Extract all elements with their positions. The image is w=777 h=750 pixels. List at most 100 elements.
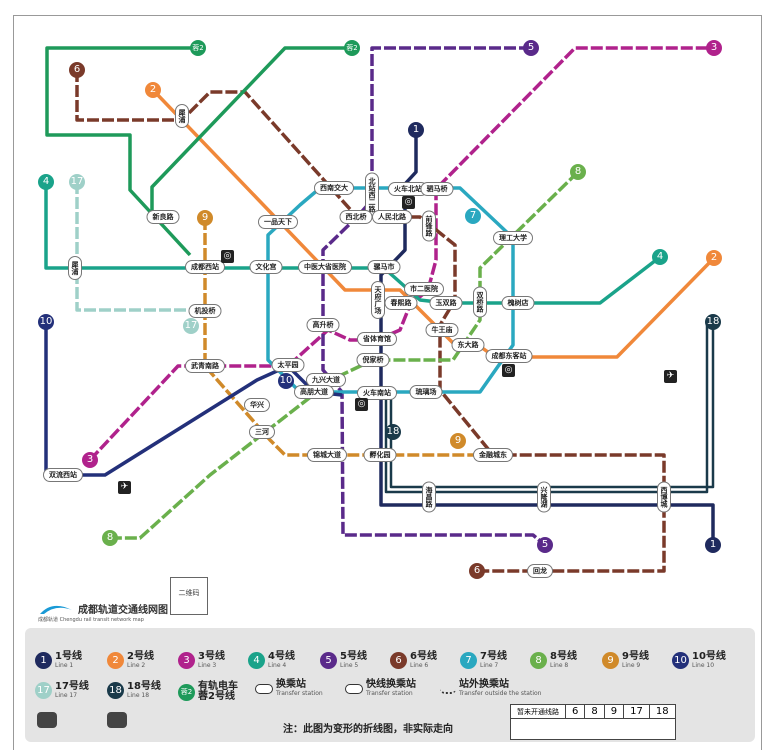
station[interactable]: 太平园 xyxy=(271,358,305,372)
line-7-badge[interactable]: 7 xyxy=(465,208,481,224)
station[interactable]: 玉双路 xyxy=(429,296,463,310)
station[interactable]: 高升桥 xyxy=(306,318,340,332)
station[interactable]: 西南交大 xyxy=(314,181,354,195)
line-badge: 18 xyxy=(107,682,124,699)
express-transfer-icon xyxy=(345,683,363,694)
legend-label: 快线换乘站 xyxy=(366,679,416,690)
station[interactable]: 新良路 xyxy=(146,210,180,224)
legend-line-name: 8号线 xyxy=(550,651,577,662)
station[interactable]: 金融城东 xyxy=(473,448,513,462)
station[interactable]: 海昌路 xyxy=(422,481,436,513)
line-1-badge[interactable]: 1 xyxy=(705,537,721,553)
line-4-badge[interactable]: 4 xyxy=(38,174,54,190)
metro-line-t2[interactable] xyxy=(45,46,198,257)
station[interactable]: 西北桥 xyxy=(339,210,373,224)
map-subtitle: 成都轨道 Chengdu rail transit network map xyxy=(38,617,144,623)
line-17-badge[interactable]: 17 xyxy=(69,174,85,190)
station[interactable]: 前锋路 xyxy=(422,210,436,242)
station[interactable]: 驷马桥 xyxy=(420,182,454,196)
station[interactable]: 理工大学 xyxy=(493,231,533,245)
station[interactable]: 槐树店 xyxy=(501,296,535,310)
station-icon xyxy=(37,712,57,728)
station[interactable]: 一品天下 xyxy=(258,215,298,229)
station[interactable]: 火车北站 xyxy=(388,182,428,196)
station[interactable]: 成都西站 xyxy=(185,260,225,274)
station[interactable]: 西博城 xyxy=(657,481,671,513)
line-9-badge[interactable]: 9 xyxy=(197,210,213,226)
metro-line-l4[interactable] xyxy=(44,182,662,305)
station[interactable]: 人民北路 xyxy=(372,210,412,224)
tram-2-badge[interactable]: 蓉2 xyxy=(344,40,360,56)
legend-line-name: 17号线 xyxy=(55,681,89,692)
station[interactable]: 火车南站 xyxy=(357,386,397,400)
station[interactable]: 市二医院 xyxy=(404,282,444,296)
table-header: 暂未开通线路 xyxy=(510,704,566,719)
station[interactable]: 锦城大道 xyxy=(307,448,347,462)
line-9-badge[interactable]: 9 xyxy=(450,433,466,449)
line-3-badge[interactable]: 3 xyxy=(706,40,722,56)
station[interactable]: 三河 xyxy=(249,425,275,439)
airport-icon: ✈ xyxy=(118,481,131,494)
line-18-badge[interactable]: 18 xyxy=(705,314,721,330)
legend-line-en: Line 7 xyxy=(480,662,499,669)
line-5-badge[interactable]: 5 xyxy=(537,537,553,553)
metro-line-t2[interactable] xyxy=(150,46,352,217)
line-badge: 3 xyxy=(178,652,195,669)
map-title: 成都轨道交通线网图 xyxy=(78,605,168,616)
line-2-badge[interactable]: 2 xyxy=(706,250,722,266)
legend-line-name: 10号线 xyxy=(692,651,726,662)
station[interactable]: 琉璃场 xyxy=(409,385,443,399)
line-badge: 6 xyxy=(390,652,407,669)
line-3-badge[interactable]: 3 xyxy=(82,452,98,468)
station[interactable]: 犀浦 xyxy=(68,256,82,280)
station[interactable]: 兴隆湖 xyxy=(537,481,551,513)
station[interactable]: 牛王庙 xyxy=(425,323,459,337)
station[interactable]: 成都东客站 xyxy=(485,349,533,363)
line-4-badge[interactable]: 4 xyxy=(652,249,668,265)
line-6-badge[interactable]: 6 xyxy=(69,62,85,78)
station[interactable]: 回龙 xyxy=(527,564,553,578)
line-10-badge[interactable]: 10 xyxy=(278,373,294,389)
metro-line-l5[interactable] xyxy=(321,46,547,547)
station[interactable]: 天府广场 xyxy=(371,281,385,319)
legend-line-en: Line 10 xyxy=(692,662,715,669)
station[interactable]: 华兴 xyxy=(244,398,270,412)
line-18-badge[interactable]: 18 xyxy=(385,424,401,440)
station[interactable]: 中医大省医院 xyxy=(298,260,352,274)
station[interactable]: 双流西站 xyxy=(43,468,83,482)
line-8-badge[interactable]: 8 xyxy=(570,164,586,180)
station[interactable]: 春熙路 xyxy=(384,296,418,310)
line-17-badge[interactable]: 17 xyxy=(183,318,199,334)
line-2-badge[interactable]: 2 xyxy=(145,82,161,98)
station[interactable]: 双桥路 xyxy=(473,286,487,318)
line-10-badge[interactable]: 10 xyxy=(38,314,54,330)
line-6-badge[interactable]: 6 xyxy=(469,563,485,579)
station[interactable]: 机投桥 xyxy=(188,304,222,318)
metro-line-l18[interactable] xyxy=(389,322,715,489)
unopened-line-cell: 17 xyxy=(623,704,650,719)
station[interactable]: 倪家桥 xyxy=(356,353,390,367)
station[interactable]: 高朋大道 xyxy=(294,385,334,399)
station[interactable]: 武青南路 xyxy=(185,359,225,373)
tram-2-badge[interactable]: 蓉2 xyxy=(190,40,206,56)
station[interactable]: 骡马市 xyxy=(367,260,401,274)
line-8-badge[interactable]: 8 xyxy=(102,530,118,546)
unopened-line-cell: 8 xyxy=(584,704,605,719)
station[interactable]: 孵化园 xyxy=(363,448,397,462)
legend-label-en: Transfer station xyxy=(366,690,413,697)
station[interactable]: 东大路 xyxy=(451,338,485,352)
logo: 成都轨道交通线网图 成都轨道 Chengdu rail transit netw… xyxy=(38,600,168,623)
metro-line-l6[interactable] xyxy=(75,70,666,573)
metro-line-l17[interactable] xyxy=(75,182,205,312)
station[interactable]: 省体育馆 xyxy=(357,332,397,346)
station[interactable]: 文化宫 xyxy=(249,260,283,274)
legend-line-en: Line 2 xyxy=(127,662,146,669)
metro-line-l18[interactable] xyxy=(384,322,709,494)
line-1-badge[interactable]: 1 xyxy=(408,122,424,138)
legend-line-name: 3号线 xyxy=(198,651,225,662)
station[interactable]: 犀浦 xyxy=(175,104,189,128)
line-5-badge[interactable]: 5 xyxy=(523,40,539,56)
